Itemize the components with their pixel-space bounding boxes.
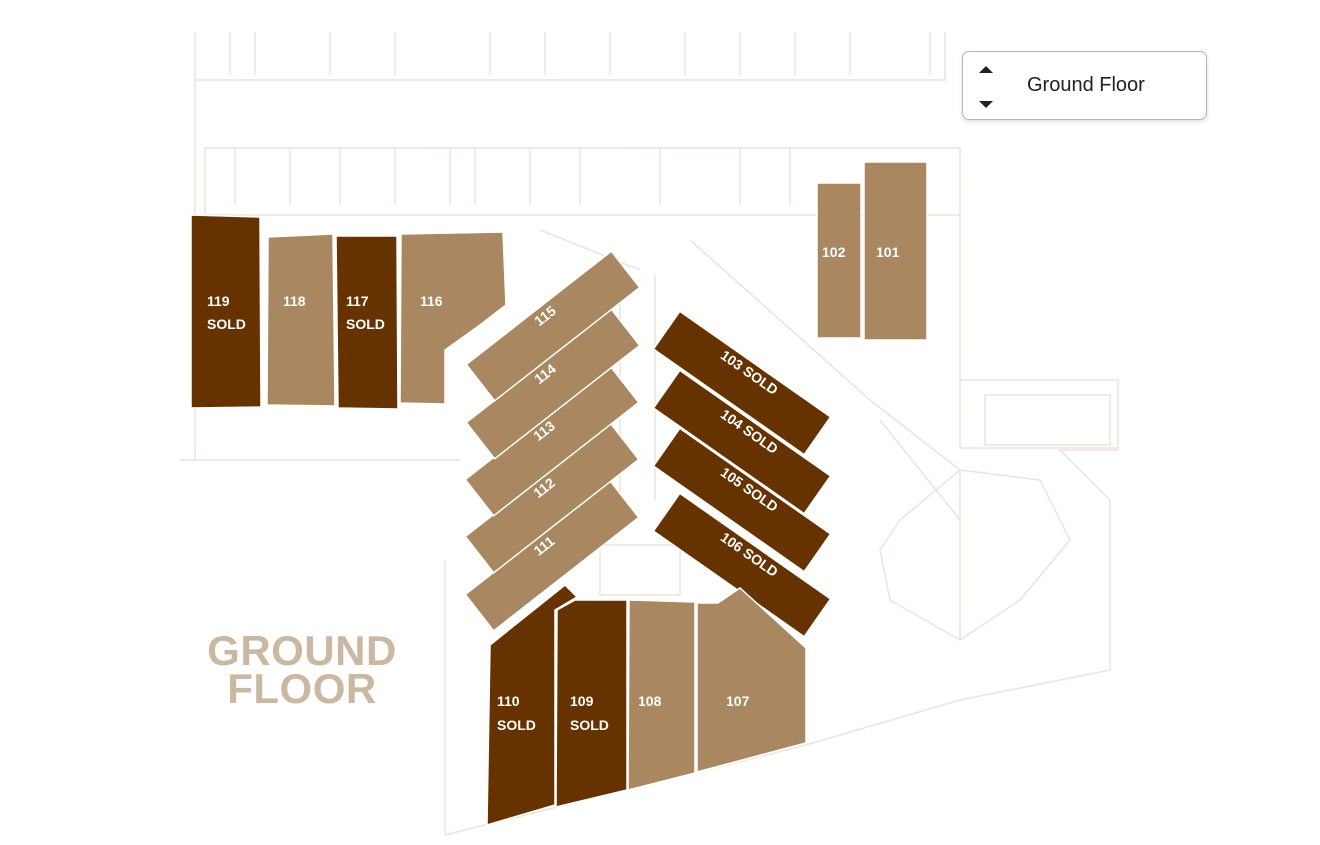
unit-shape[interactable] — [816, 182, 862, 339]
unit-shape[interactable] — [652, 427, 832, 573]
floor-selector[interactable]: Ground Floor — [962, 51, 1207, 120]
unit-shape[interactable] — [555, 599, 628, 808]
unit-shape[interactable] — [266, 233, 336, 407]
unit-shape[interactable] — [486, 583, 579, 827]
unit-102[interactable]: 102 — [816, 182, 862, 339]
unit-shape[interactable] — [863, 161, 928, 341]
unit-shape[interactable] — [696, 587, 807, 773]
unit-shape[interactable] — [465, 250, 641, 402]
unit-shape[interactable] — [399, 231, 507, 405]
floor-title: GROUND FLOOR — [198, 627, 406, 712]
unit-108[interactable]: 108 — [627, 599, 696, 791]
unit-shape[interactable] — [190, 214, 262, 409]
caret-down-icon[interactable] — [979, 101, 993, 108]
caret-up-icon[interactable] — [979, 66, 993, 73]
unit-118[interactable]: 118 — [266, 233, 336, 407]
unit-shape[interactable] — [652, 310, 832, 456]
floor-title-line2: FLOOR — [227, 665, 377, 712]
unit-shape[interactable] — [335, 235, 399, 410]
unit-shape[interactable] — [652, 492, 832, 638]
unit-shape[interactable] — [627, 599, 696, 791]
floor-selector-value: Ground Floor — [1027, 74, 1145, 96]
unit-101[interactable]: 101 — [863, 161, 928, 341]
unit-shape[interactable] — [652, 369, 832, 515]
floor-title-line1: GROUND — [207, 627, 397, 674]
